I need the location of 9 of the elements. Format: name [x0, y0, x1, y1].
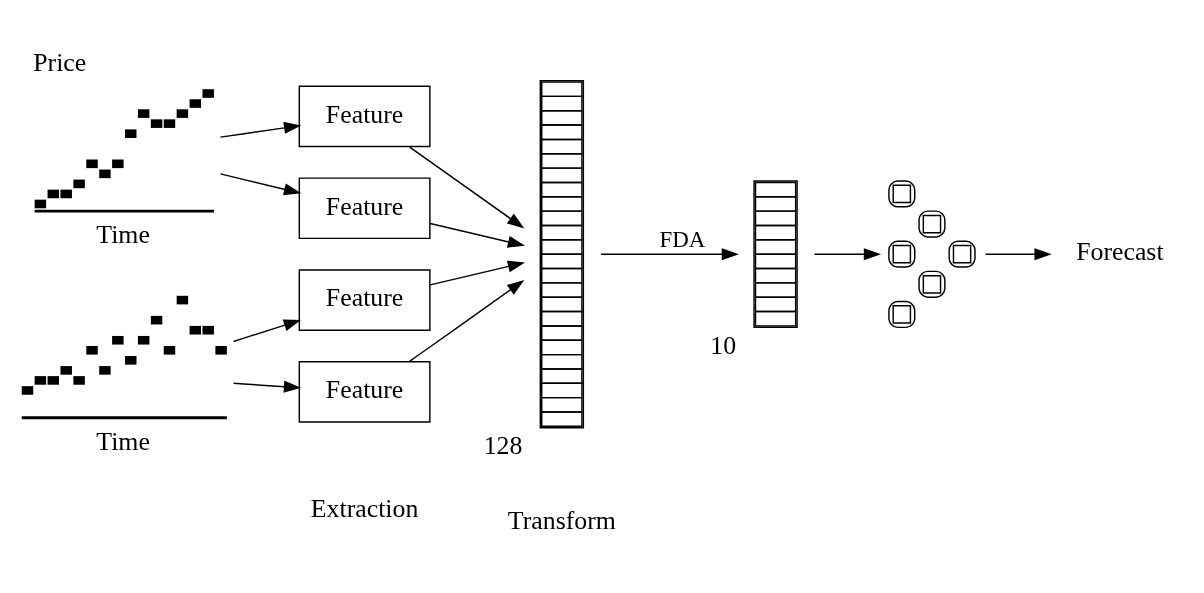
edge-label: FDA [659, 226, 706, 252]
node-label: Price [33, 48, 87, 78]
node-text: Forecast [1076, 237, 1164, 267]
node-label: 128 [483, 431, 523, 461]
node-label: 10 [710, 330, 737, 360]
label: Transform [507, 505, 616, 535]
node-label: Time [96, 426, 150, 456]
label: Extraction [310, 494, 419, 524]
node-label: Time [96, 220, 150, 250]
